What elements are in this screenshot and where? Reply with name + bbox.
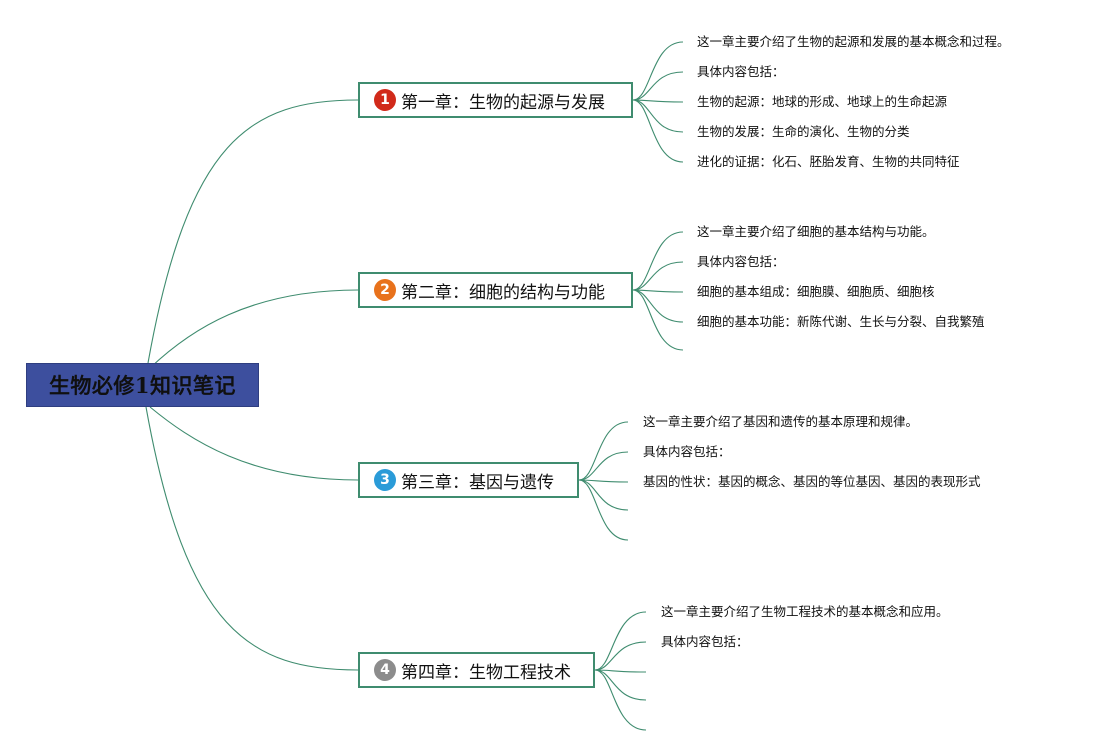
chapter-1-note-2-line [632,71,684,101]
chapter-1-note-4[interactable]: 生物的发展：生命的演化、生物的分类 [697,124,910,139]
chapter-3-note-3[interactable]: 基因的性状：基因的概念、基因的等位基因、基因的表现形式 [643,474,981,489]
chapter-2-note-3[interactable]: 细胞的基本组成：细胞膜、细胞质、细胞核 [697,284,935,299]
chapter-2-topic[interactable]: 2 第二章：细胞的结构与功能 [358,272,633,308]
root-to-chapter-1-line [147,99,359,364]
chapter-4-note-1-line [594,611,647,671]
chapter-1-note-5[interactable]: 进化的证据：化石、胚胎发育、生物的共同特征 [697,154,960,169]
chapter-4-topic[interactable]: 4 第四章：生物工程技术 [358,652,595,688]
chapter-2-note-4[interactable]: 细胞的基本功能：新陈代谢、生长与分裂、自我繁殖 [697,314,985,329]
chapter-3-note-1[interactable]: 这一章主要介绍了基因和遗传的基本原理和规律。 [643,414,919,429]
chapter-1-note-1-line [632,41,684,101]
chapter-3-title: 第三章：基因与遗传 [401,472,554,493]
chapter-2-note-1[interactable]: 这一章主要介绍了细胞的基本结构与功能。 [697,224,935,239]
chapter-4-title: 第四章：生物工程技术 [401,662,571,683]
chapter-3-note-2-line [578,451,629,481]
root-to-chapter-3-line [149,406,359,481]
number-badge-4-icon: 4 [374,659,396,681]
chapter-1-title: 第一章：生物的起源与发展 [401,92,605,113]
root-to-chapter-4-line [145,406,359,671]
chapter-3-note-2[interactable]: 具体内容包括： [643,444,731,459]
number-badge-1-icon: 1 [374,89,396,111]
chapter-3-note-1-line [578,421,629,481]
chapter-4-note-1[interactable]: 这一章主要介绍了生物工程技术的基本概念和应用。 [661,604,949,619]
number-badge-2-icon: 2 [374,279,396,301]
chapter-3-topic[interactable]: 3 第三章：基因与遗传 [358,462,579,498]
chapter-2-note-2-line [632,261,684,291]
chapter-1-note-2[interactable]: 具体内容包括： [697,64,785,79]
chapter-1-note-3[interactable]: 生物的起源：地球的形成、地球上的生命起源 [697,94,948,109]
chapter-4-note-5-line [594,669,647,731]
number-badge-3-icon: 3 [374,469,396,491]
chapter-2-note-4-line [632,289,684,323]
chapter-4-note-2[interactable]: 具体内容包括： [661,634,749,649]
chapter-1-note-5-line [632,99,684,163]
chapter-1-note-4-line [632,99,684,133]
chapter-2-note-5-line [632,289,684,351]
chapter-1-note-1[interactable]: 这一章主要介绍了生物的起源和发展的基本概念和过程。 [697,34,1010,49]
root-topic[interactable]: 生物必修1知识笔记 [26,363,259,407]
chapter-2-title: 第二章：细胞的结构与功能 [401,282,605,303]
root-to-chapter-2-line [149,289,359,369]
root-topic-title: 生物必修1知识笔记 [48,373,237,398]
chapter-3-note-5-line [578,479,629,541]
chapter-2-note-2[interactable]: 具体内容包括： [697,254,785,269]
chapter-1-topic[interactable]: 1 第一章：生物的起源与发展 [358,82,633,118]
chapter-2-note-1-line [632,231,684,291]
chapter-4-note-2-line [594,641,647,671]
